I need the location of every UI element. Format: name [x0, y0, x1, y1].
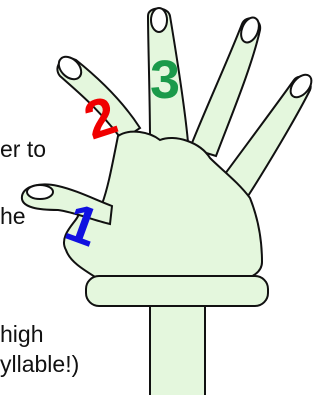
text-fragment-2: he [0, 203, 26, 229]
wrist-band [86, 276, 268, 306]
text-fragment-3: high [0, 321, 43, 347]
hand-post [150, 303, 205, 395]
thumb-nail [27, 185, 53, 199]
number-3-label: 3 [150, 50, 180, 110]
middle-nail [151, 8, 167, 32]
text-fragment-1: er to [0, 136, 46, 162]
text-fragment-4: yllable!) [0, 351, 79, 377]
